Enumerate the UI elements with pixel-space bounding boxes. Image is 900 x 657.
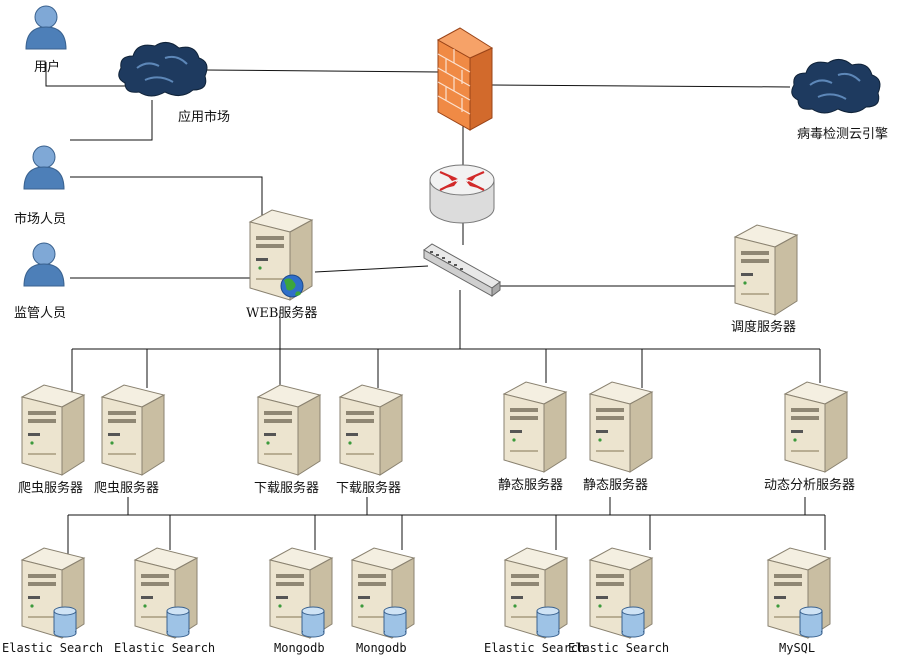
wire-market-firewall (204, 69, 441, 73)
regulator-label: 监管人员 (14, 306, 66, 321)
dynamic-server: 动态分析服务器 (764, 381, 855, 493)
connections (45, 62, 826, 555)
regulator-node: 监管人员 (14, 242, 66, 321)
es-server-3: Elastic Search (484, 547, 585, 655)
download-server-2: 下载服务器 (336, 384, 403, 496)
app-market-node: 应用市场 (117, 41, 230, 125)
wire-staff-web (70, 176, 263, 225)
crawler-2-label: 爬虫服务器 (94, 480, 159, 496)
mongo-1-label: Mongodb (274, 641, 325, 655)
database-icon (53, 606, 77, 638)
dynamic-label: 动态分析服务器 (764, 477, 855, 493)
mongo-server-2: Mongodb (351, 547, 415, 655)
user-node: 用户 (25, 5, 67, 75)
user-label: 用户 (34, 59, 60, 75)
globe-icon (280, 274, 304, 298)
person-icon (23, 145, 65, 190)
market-staff-node: 市场人员 (14, 145, 66, 227)
mongo-2-label: Mongodb (356, 641, 407, 655)
server-icon (734, 224, 798, 316)
app-market-label: 应用市场 (178, 109, 230, 125)
database-icon (166, 606, 190, 638)
wire-market-down (70, 100, 153, 141)
es-3-label: Elastic Search (484, 641, 585, 655)
es-1-label: Elastic Search (2, 641, 103, 655)
person-icon (25, 5, 67, 50)
person-icon (23, 242, 65, 287)
static-server-1: 静态服务器 (498, 381, 567, 493)
cloud-icon (117, 41, 208, 97)
server-icon (339, 384, 403, 476)
crawler-1-label: 爬虫服务器 (18, 480, 83, 496)
static-server-2: 静态服务器 (583, 381, 653, 493)
server-icon (101, 384, 165, 476)
router-icon (429, 164, 495, 224)
server-icon (21, 384, 85, 476)
database-icon (383, 606, 407, 638)
wire-user-market (45, 62, 130, 87)
es-server-4: Elastic Search (568, 547, 669, 655)
static-2-label: 静态服务器 (583, 477, 648, 493)
crawler-server-2: 爬虫服务器 (94, 384, 165, 496)
firewall-icon (436, 27, 494, 131)
database-icon (799, 606, 823, 638)
wire-web-switch (314, 265, 429, 273)
cloud-icon (790, 58, 881, 114)
wire-firewall-cloud (491, 84, 791, 88)
static-1-label: 静态服务器 (498, 477, 563, 493)
scheduler-node: 调度服务器 (731, 224, 798, 335)
download-2-label: 下载服务器 (336, 480, 401, 496)
scheduler-label: 调度服务器 (731, 319, 796, 335)
database-icon (301, 606, 325, 638)
es-server-2: Elastic Search (114, 547, 215, 655)
crawler-server-1: 爬虫服务器 (18, 384, 85, 496)
database-icon (536, 606, 560, 638)
switch-icon (423, 243, 501, 297)
firewall (436, 27, 494, 131)
switch (423, 243, 501, 297)
virus-cloud-label: 病毒检测云引擎 (797, 127, 888, 142)
server-icon (503, 381, 567, 473)
mysql-server: MySQL (767, 547, 831, 655)
es-4-label: Elastic Search (568, 641, 669, 655)
es-server-1: Elastic Search (2, 547, 103, 655)
server-icon (257, 384, 321, 476)
server-icon (784, 381, 848, 473)
server-icon (589, 381, 653, 473)
download-1-label: 下载服务器 (254, 480, 319, 496)
web-server-node: WEB服务器 (246, 209, 317, 321)
router (429, 164, 495, 224)
mysql-label: MySQL (779, 641, 815, 655)
mongo-server-1: Mongodb (269, 547, 333, 655)
virus-cloud-node: 病毒检测云引擎 (790, 58, 888, 142)
es-2-label: Elastic Search (114, 641, 215, 655)
download-server-1: 下载服务器 (254, 384, 321, 496)
market-staff-label: 市场人员 (14, 211, 66, 227)
web-server-label: WEB服务器 (246, 305, 317, 321)
database-icon (621, 606, 645, 638)
